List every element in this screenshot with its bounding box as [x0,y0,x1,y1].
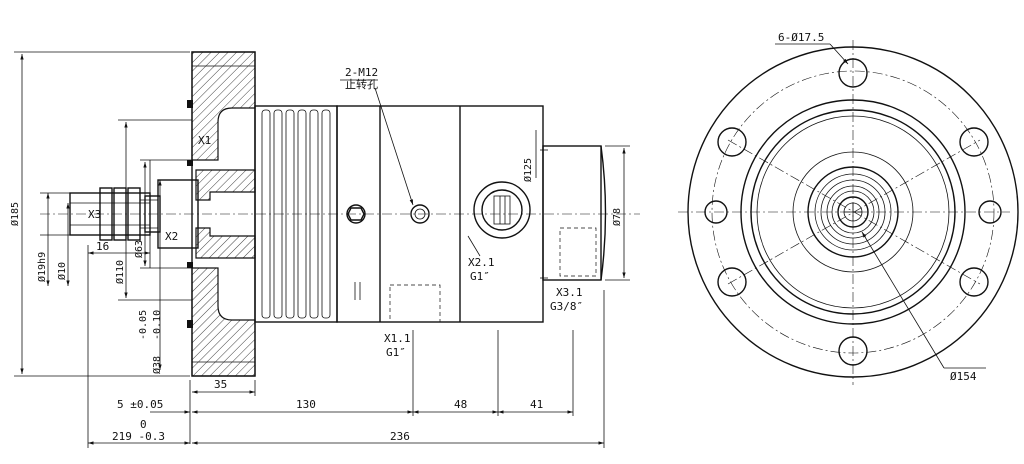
dim-48: 48 [454,398,467,411]
bolt-hole-upper-right [959,127,989,157]
dim-d110: Ø110 [114,260,126,284]
dim-0: 0 [140,418,147,431]
label-x11: X1.1 [384,332,411,345]
label-x1: X1 [198,134,211,147]
label-x2: X2 [165,230,178,243]
label-x21: X2.1 [468,256,495,269]
dim-d185: Ø185 [9,202,21,226]
dim-236: 236 [390,430,410,443]
dim-d10: Ø10 [56,262,68,280]
dim-16: 16 [96,240,109,253]
label-x11-thread: G1″ [386,346,406,359]
label-x31-thread: G3/8″ [550,300,583,313]
side-view: X1 X2 X3 2-M12 止转孔 X1.1 G1″ X2.1 G1″ X3.… [9,51,640,448]
dim-d38: Ø38 [151,356,163,374]
nose-part [542,145,607,281]
dim-35: 35 [214,378,227,391]
dim-tol-b: -0.10 [152,310,163,340]
label-x3: X3 [88,208,101,221]
label-x21-thread: G1″ [470,270,490,283]
dim-41: 41 [530,398,543,411]
housing-body [336,105,548,323]
bolt-hole-upper-left [717,127,747,157]
dim-130: 130 [296,398,316,411]
dim-5: 5 ±0.05 [117,398,163,411]
bolt-hole-lower-right [959,267,989,297]
dim-d125: Ø125 [522,158,534,182]
bolt-hole-top [838,58,868,88]
dim-d63: Ø63 [133,240,145,258]
bolt-hole-bottom [838,336,868,366]
label-m12: 2-M12 [345,66,378,79]
bolt-hole-lower-left [717,267,747,297]
dim-d19h9: Ø19h9 [36,252,48,282]
dim-219: 219 -0.3 [112,430,165,443]
label-x31: X3.1 [556,286,583,299]
horizontal-dimensions [87,245,605,448]
dim-tol-a: -0.05 [138,310,149,340]
label-pcd: Ø154 [950,370,977,383]
flange-section [187,51,256,377]
label-m12-note: 止转孔 [345,77,378,91]
dim-d78: Ø78 [611,208,623,226]
label-holes: 6-Ø17.5 [778,31,824,44]
vertical-dimensions [14,51,630,377]
front-view: 6-Ø17.5 Ø154 [678,31,1019,385]
